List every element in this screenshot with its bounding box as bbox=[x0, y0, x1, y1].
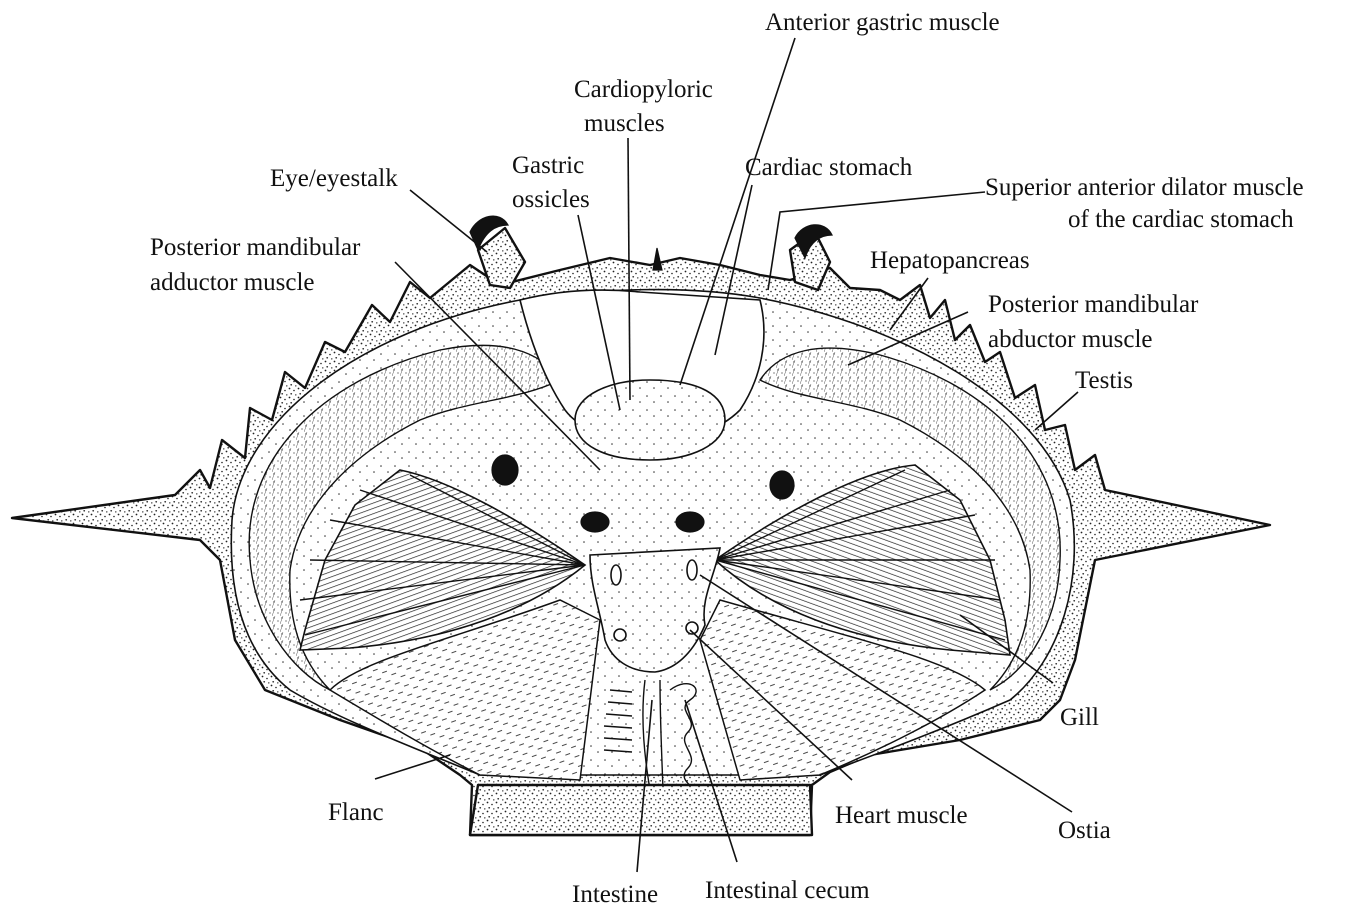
label-gill: Gill bbox=[1060, 704, 1099, 731]
leader-eye bbox=[410, 190, 487, 252]
label-gastric-ossicles-line2: ossicles bbox=[512, 186, 590, 213]
label-anterior-gastric-muscle: Anterior gastric muscle bbox=[765, 9, 1000, 36]
label-post-adductor-line1: Posterior mandibular bbox=[150, 234, 361, 261]
label-superior-dilator-line1: Superior anterior dilator muscle bbox=[985, 174, 1304, 201]
ganglion-left bbox=[581, 512, 609, 532]
label-post-abductor-line1: Posterior mandibular bbox=[988, 291, 1199, 318]
label-cardiac-stomach: Cardiac stomach bbox=[745, 154, 913, 181]
label-cardiopyloric-line1: Cardiopyloric bbox=[574, 76, 713, 103]
label-cardiopyloric-line2: muscles bbox=[584, 110, 665, 137]
label-gastric-ossicles-line1: Gastric bbox=[512, 152, 584, 179]
label-post-abductor-line2: abductor muscle bbox=[988, 326, 1153, 353]
label-ostia: Ostia bbox=[1058, 817, 1111, 844]
ganglion-right bbox=[676, 512, 704, 532]
ostium-1 bbox=[611, 565, 621, 585]
label-hepatopancreas: Hepatopancreas bbox=[870, 247, 1030, 274]
label-testis: Testis bbox=[1075, 367, 1133, 394]
rostrum-spine bbox=[653, 248, 662, 270]
label-intestine: Intestine bbox=[572, 881, 658, 908]
label-post-adductor-line2: adductor muscle bbox=[150, 269, 315, 296]
label-heart-muscle: Heart muscle bbox=[835, 802, 968, 829]
leader-flanc bbox=[375, 755, 450, 779]
label-superior-dilator-line2: of the cardiac stomach bbox=[1068, 206, 1294, 233]
label-intestinal-cecum: Intestinal cecum bbox=[705, 877, 870, 904]
testis-left bbox=[492, 455, 518, 485]
testis-right bbox=[770, 471, 794, 499]
cardiac-stomach-oval bbox=[575, 380, 725, 460]
ostium-3 bbox=[614, 629, 626, 641]
ostium-2 bbox=[687, 560, 697, 580]
label-eye-eyestalk: Eye/eyestalk bbox=[270, 165, 398, 192]
label-flanc: Flanc bbox=[328, 799, 384, 826]
